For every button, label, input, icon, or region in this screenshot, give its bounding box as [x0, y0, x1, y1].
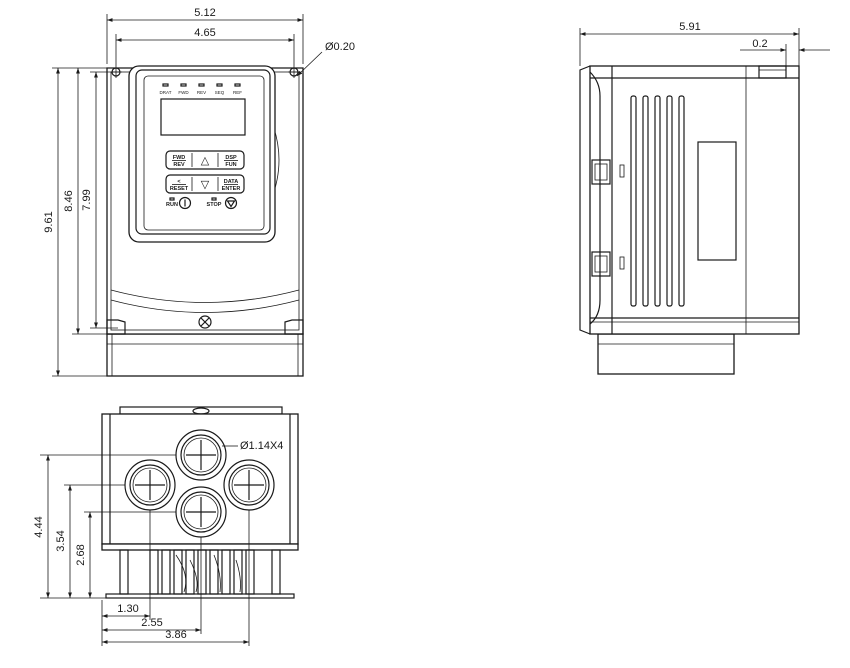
svg-text:FUN: FUN	[225, 162, 236, 168]
stop-button[interactable]	[224, 196, 238, 210]
svg-text:DSP: DSP	[225, 155, 237, 161]
vent-slot	[666, 95, 673, 307]
dim-bottom-1-30: 1.30	[117, 603, 138, 615]
dim-bottom-3-86: 3.86	[165, 629, 186, 641]
data-enter-key[interactable]: DATA ENTER	[222, 179, 241, 192]
side-view: 5.91 0.2	[579, 21, 830, 375]
bottom-view: Ø1.14X4 4.44 3.54	[33, 406, 299, 646]
vent-slot	[630, 95, 637, 307]
dim-knockout-note: Ø1.14X4	[240, 440, 283, 452]
fwd-rev-key[interactable]: FWD REV	[172, 155, 186, 168]
svg-text:<: <	[177, 179, 180, 185]
dim-bottom-2-55: 2.55	[141, 617, 162, 629]
led-label: REV	[197, 90, 206, 95]
dim-bottom-3-54: 3.54	[55, 530, 67, 551]
display-window	[160, 98, 246, 136]
run-button[interactable]	[178, 196, 192, 210]
led-label: SEQ	[215, 90, 225, 95]
dim-hole-diameter: Ø0.20	[325, 41, 355, 53]
vent-slot	[654, 95, 661, 307]
dim-side-depth: 5.91	[679, 21, 700, 33]
side-label-area	[697, 141, 737, 261]
svg-text:ENTER: ENTER	[222, 186, 241, 192]
bottom-plate	[101, 413, 299, 545]
down-key[interactable]: ▽	[201, 179, 210, 191]
dim-front-mount-height: 7.99	[81, 189, 93, 210]
vent-slot	[642, 95, 649, 307]
screw-icon	[198, 315, 212, 329]
run-label: RUN	[166, 202, 178, 208]
svg-text:FWD: FWD	[173, 155, 186, 161]
led-label: FWD	[178, 90, 189, 95]
side-base	[597, 333, 735, 375]
dim-front-mount-width: 4.65	[194, 27, 215, 39]
up-key[interactable]: △	[201, 155, 210, 167]
side-body	[589, 65, 800, 335]
svg-text:DATA: DATA	[224, 179, 238, 185]
svg-text:RESET: RESET	[170, 186, 189, 192]
dim-front-width: 5.12	[194, 7, 215, 19]
led-label: DRAT	[160, 90, 172, 95]
led-row: DRAT FWD REV SEQ REF	[160, 83, 242, 95]
svg-text:REV: REV	[173, 162, 185, 168]
disp-func-key[interactable]: DSP FUN	[224, 155, 238, 168]
keypad-frame	[128, 65, 276, 243]
front-base-plate	[106, 333, 304, 377]
dim-bottom-4-44: 4.44	[33, 516, 45, 537]
dim-side-offset: 0.2	[752, 38, 767, 50]
heatsink-fins	[101, 543, 299, 599]
vent-slot	[678, 95, 685, 307]
dim-bottom-2-68: 2.68	[75, 544, 87, 565]
front-view: DRAT FWD REV SEQ REF FWD REV △ DSP FUN <	[43, 7, 355, 377]
stop-label: STOP	[207, 202, 222, 208]
dim-front-height: 9.61	[43, 211, 55, 232]
reset-key[interactable]: < RESET	[170, 179, 189, 192]
dim-front-body-height: 8.46	[63, 190, 75, 211]
led-label: REF	[233, 90, 242, 95]
